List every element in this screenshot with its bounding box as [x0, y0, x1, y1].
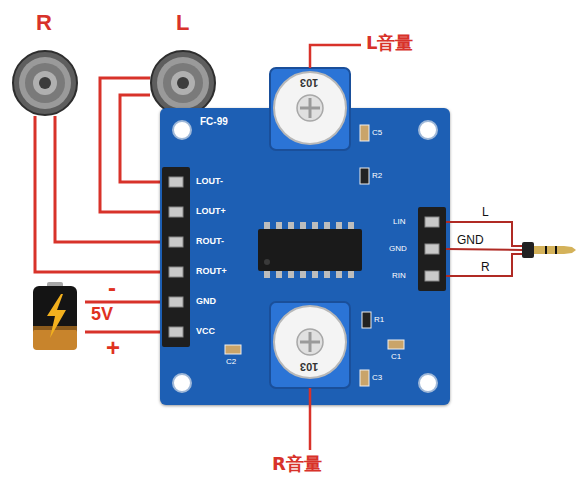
signal-name: L [482, 206, 489, 218]
polarity-sign: - [108, 276, 116, 300]
wire [120, 95, 160, 182]
voltage-label: 5V [91, 305, 113, 323]
board-name: FC-99 [200, 117, 228, 127]
speaker-label: R [36, 12, 52, 34]
battery: 5V [25, 282, 85, 352]
speaker-label: L [176, 12, 189, 34]
signal-name: GND [457, 234, 484, 246]
speaker-icon [12, 50, 78, 116]
signal-name: R [481, 261, 490, 273]
polarity-sign: + [106, 336, 120, 360]
wire [85, 301, 160, 304]
speaker-icon [150, 50, 216, 116]
volume-label: R音量 [272, 455, 322, 473]
circuit-board: FC-99 [160, 108, 450, 405]
speaker: L [150, 50, 216, 116]
speaker: R [12, 50, 78, 116]
battery-icon [25, 282, 85, 352]
wire [100, 78, 160, 212]
wire [55, 116, 160, 242]
wire [35, 116, 160, 272]
volume-label: L音量 [366, 34, 413, 52]
wire [85, 331, 160, 334]
